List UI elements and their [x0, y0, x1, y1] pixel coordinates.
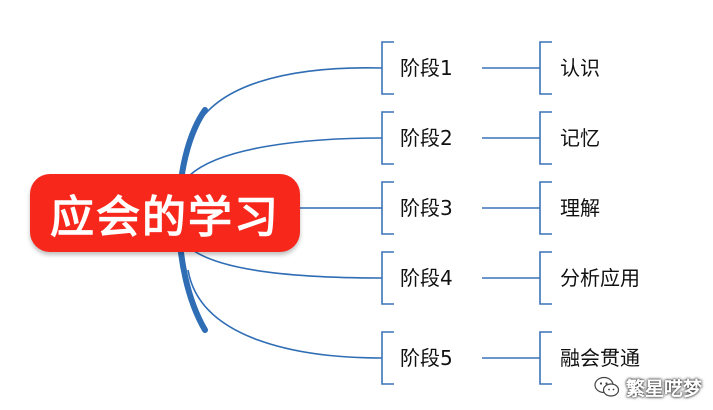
stage-2-leaf: 记忆	[560, 126, 600, 150]
stage-1-leaf: 认识	[560, 56, 600, 80]
leaf-bracket	[539, 251, 552, 305]
leaf-bracket	[539, 331, 552, 385]
stage-bracket	[381, 181, 394, 235]
stage-3-leaf: 理解	[560, 196, 600, 220]
stage-1-label: 阶段1	[400, 56, 453, 80]
branch-line	[187, 269, 383, 359]
stage-bracket	[381, 41, 394, 95]
stage-5-leaf: 融会贯通	[560, 346, 640, 370]
stage-bracket	[381, 111, 394, 165]
branch-line	[189, 137, 383, 176]
root-node: 应会的学习	[30, 174, 300, 252]
leaf-bracket	[539, 181, 552, 235]
branch-line	[189, 247, 383, 279]
watermark-text: 繁星呓梦	[626, 377, 703, 400]
root-label: 应会的学习	[50, 192, 280, 243]
stage-3-label: 阶段3	[400, 196, 453, 220]
brackets	[381, 41, 552, 385]
stage-2-label: 阶段2	[400, 126, 453, 150]
stage-5-label: 阶段5	[400, 346, 453, 370]
watermark: 繁星呓梦	[594, 372, 702, 402]
branch-line	[187, 67, 383, 151]
stage-bracket	[381, 331, 394, 385]
stage-4-leaf: 分析应用	[560, 266, 640, 290]
stage-bracket	[381, 251, 394, 305]
stage-4-label: 阶段4	[400, 266, 453, 290]
wechat-icon	[594, 376, 620, 397]
leaf-bracket	[539, 111, 552, 165]
leaf-bracket	[539, 41, 552, 95]
